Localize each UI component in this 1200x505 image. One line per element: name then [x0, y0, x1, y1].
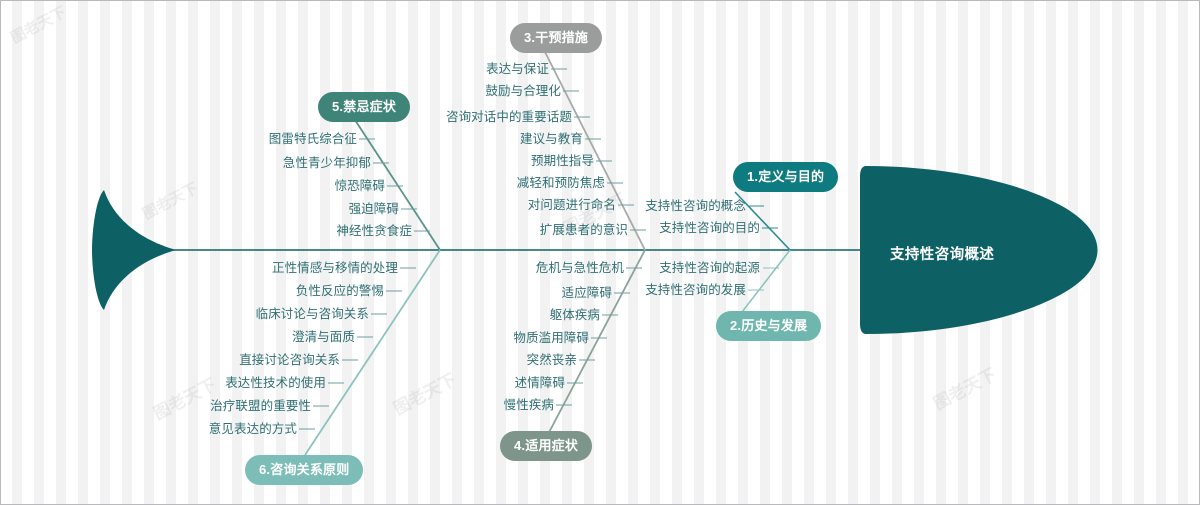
branch-pill-5[interactable]: 5.禁忌症状: [318, 92, 411, 122]
branch-item-4-0: 危机与急性危机: [535, 261, 624, 275]
branch-item-5-2: 惊恐障碍: [334, 179, 385, 193]
branch-item-3-7: 扩展患者的意识: [539, 223, 628, 237]
branch-line-3: [544, 51, 646, 251]
branch-pill-3[interactable]: 3.干预措施: [510, 23, 603, 53]
branch-item-5-1: 急性青少年抑郁: [282, 156, 371, 170]
branch-item-3-6: 对问题进行命名: [527, 198, 616, 212]
branch-pill-1[interactable]: 1.定义与目的: [733, 162, 839, 192]
branch-item-6-7: 意见表达的方式: [208, 422, 297, 436]
branch-item-6-0: 正性情感与移情的处理: [271, 261, 398, 275]
branch-item-4-3: 物质滥用障碍: [513, 331, 589, 345]
branch-item-3-5: 减轻和预防焦虑: [516, 176, 605, 190]
branch-item-4-6: 慢性疾病: [503, 398, 554, 412]
branch-item-3-0: 表达与保证: [485, 62, 549, 76]
branch-item-3-2: 咨询对话中的重要话题: [445, 110, 572, 124]
branch-line-5: [354, 119, 441, 251]
branch-item-4-1: 适应障碍: [561, 286, 612, 300]
branch-item-2-1: 支持性咨询的发展: [645, 283, 746, 297]
branch-line-1: [734, 191, 791, 251]
branch-pill-4[interactable]: 4.适用症状: [500, 431, 593, 461]
branch-line-4: [544, 249, 646, 441]
fish-head-label: 支持性咨询概述: [890, 247, 995, 263]
branch-pill-6[interactable]: 6.咨询关系原则: [245, 455, 364, 485]
branch-item-4-4: 突然丧亲: [526, 353, 577, 367]
branch-item-6-5: 表达性技术的使用: [225, 376, 326, 390]
branch-item-6-2: 临床讨论与咨询关系: [255, 307, 369, 321]
branch-item-6-6: 治疗联盟的重要性: [210, 399, 311, 413]
branch-item-1-0: 支持性咨询的概念: [645, 199, 746, 213]
branch-pill-2[interactable]: 2.历史与发展: [716, 311, 822, 341]
branch-item-1-1: 支持性咨询的目的: [659, 221, 760, 235]
branch-item-4-5: 述情障碍: [514, 376, 565, 390]
branch-line-2: [741, 249, 791, 313]
fish-tail: [92, 190, 176, 310]
branch-item-5-0: 图雷特氏综合征: [268, 132, 357, 146]
branch-item-6-3: 澄清与面质: [291, 330, 355, 344]
branch-item-6-4: 直接讨论咨询关系: [239, 353, 340, 367]
branch-item-5-3: 强迫障碍: [348, 202, 399, 216]
fish-head: [860, 166, 1098, 334]
branch-item-3-1: 鼓励与合理化: [485, 84, 561, 98]
branch-item-4-2: 躯体疾病: [549, 308, 600, 322]
branch-item-5-4: 神经性贪食症: [336, 224, 412, 238]
branch-item-3-3: 建议与教育: [519, 132, 583, 146]
branch-item-3-4: 预期性指导: [530, 154, 594, 168]
branch-item-6-1: 负性反应的警惕: [295, 284, 384, 298]
branch-item-2-0: 支持性咨询的起源: [659, 261, 760, 275]
branch-line-6: [304, 249, 441, 456]
